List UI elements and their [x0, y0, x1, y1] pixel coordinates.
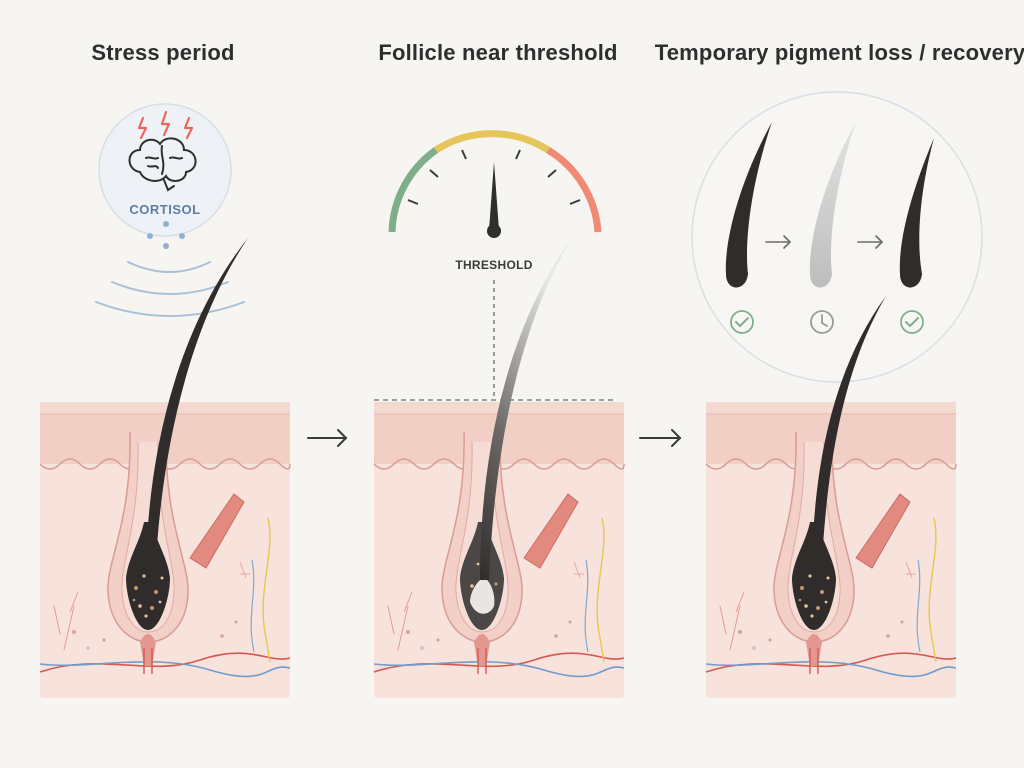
gauge-needle: [489, 162, 499, 230]
threshold-gauge: [388, 130, 602, 233]
hair-gray: [809, 122, 856, 288]
panel-title-stress: Stress period: [91, 40, 235, 65]
panel-title-threshold: Follicle near threshold: [378, 40, 618, 65]
threshold-label: THRESHOLD: [455, 258, 532, 272]
right-arrow-icon: [857, 235, 884, 249]
panel-threshold: THRESHOLD: [373, 130, 625, 699]
check-circle-icon: [730, 310, 754, 334]
panel-title-recovery: Temporary pigment loss / recovery: [654, 40, 1024, 65]
fading-hair-shaft: [480, 238, 572, 580]
right-arrow-icon: [307, 429, 348, 447]
right-arrow-icon: [639, 429, 682, 447]
cortisol-particles: [147, 221, 185, 249]
gauge-pivot: [487, 224, 501, 238]
right-arrow-icon: [765, 235, 792, 249]
clock-icon: [810, 310, 834, 334]
stress-waves: [95, 261, 245, 317]
stress-badge: [98, 103, 232, 237]
recovery-inset: [691, 91, 983, 383]
cortisol-label: CORTISOL: [129, 202, 200, 217]
hair-pigmented-before: [725, 122, 772, 288]
brain-icon: [128, 137, 197, 192]
hair-pigmented-after: [899, 138, 934, 288]
check-circle-icon: [900, 310, 924, 334]
panel-stress: CORTISOL: [39, 103, 291, 699]
pigmented-hair-shaft: [146, 238, 248, 580]
lightning-icon: [137, 110, 194, 140]
recovered-hair-shaft: [812, 296, 886, 580]
panel-recovery: [691, 91, 983, 699]
